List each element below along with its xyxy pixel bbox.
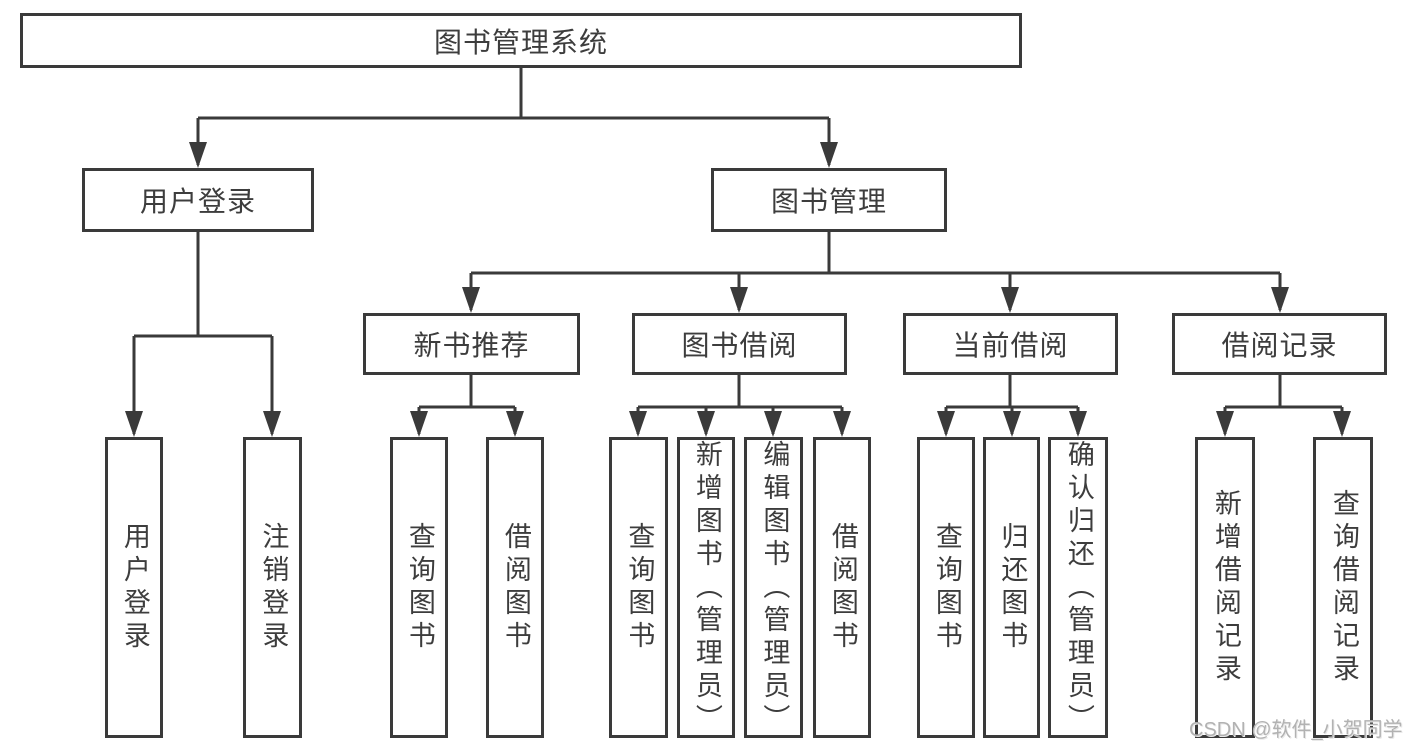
node-book-management-label: 图书管理 — [770, 186, 887, 217]
leaf-confirm-return-admin: 确认归还（管理员） — [1048, 437, 1108, 738]
leaf-query-books-2: 查询图书 — [609, 437, 668, 738]
leaf-edit-books-admin: 编辑图书（管理员） — [744, 437, 803, 738]
leaf-logout: 注销登录 — [243, 437, 302, 738]
leaf-user-login-label: 用户登录 — [119, 521, 150, 654]
node-user-login: 用户登录 — [82, 168, 314, 232]
leaf-add-books-admin-label: 新增图书（管理员） — [691, 440, 722, 737]
node-borrow-records: 借阅记录 — [1172, 313, 1387, 375]
leaf-add-borrow-record-label: 新增借阅记录 — [1210, 488, 1241, 687]
connector-userlogin-to-leaves — [132, 232, 274, 434]
leaf-query-books-2-label: 查询图书 — [624, 521, 655, 654]
node-user-login-label: 用户登录 — [139, 186, 256, 217]
csdn-watermark: CSDN @软件_小贺同学 — [1189, 719, 1403, 741]
leaf-return-books: 归还图书 — [983, 437, 1040, 738]
leaf-user-login: 用户登录 — [105, 437, 163, 738]
node-borrow-records-label: 借阅记录 — [1221, 330, 1338, 361]
node-root-label: 图书管理系统 — [433, 26, 608, 58]
node-new-book-recommend: 新书推荐 — [363, 313, 580, 375]
connector-newbook-to-leaves — [417, 375, 517, 434]
leaf-query-borrow-record: 查询借阅记录 — [1313, 437, 1373, 738]
leaf-query-books-3: 查询图书 — [917, 437, 975, 738]
node-book-borrowing: 图书借阅 — [632, 313, 847, 375]
node-book-borrowing-label: 图书借阅 — [681, 330, 798, 361]
node-new-book-recommend-label: 新书推荐 — [413, 330, 530, 361]
leaf-add-books-admin: 新增图书（管理员） — [677, 437, 735, 738]
connector-bookmgmt-to-level3 — [469, 232, 1282, 310]
node-book-management: 图书管理 — [711, 168, 947, 232]
leaf-confirm-return-admin-label: 确认归还（管理员） — [1063, 440, 1094, 737]
node-current-borrowing-label: 当前借阅 — [952, 330, 1069, 361]
connector-root-to-level2 — [196, 68, 831, 165]
leaf-return-books-label: 归还图书 — [997, 521, 1028, 654]
leaf-borrow-books-1-label: 借阅图书 — [500, 521, 531, 654]
leaf-logout-label: 注销登录 — [258, 521, 289, 654]
leaf-query-borrow-record-label: 查询借阅记录 — [1328, 488, 1359, 687]
leaf-borrow-books-1: 借阅图书 — [486, 437, 544, 738]
arrowheads — [125, 142, 1351, 437]
leaf-borrow-books-2: 借阅图书 — [813, 437, 871, 738]
leaf-query-books-1-label: 查询图书 — [404, 521, 435, 654]
leaf-query-books-1: 查询图书 — [390, 437, 448, 738]
leaf-borrow-books-2-label: 借阅图书 — [827, 521, 858, 654]
leaf-query-books-3-label: 查询图书 — [931, 521, 962, 654]
node-current-borrowing: 当前借阅 — [903, 313, 1118, 375]
connector-record-to-leaves — [1223, 375, 1344, 434]
connector-borrow-to-leaves — [636, 375, 844, 434]
leaf-add-borrow-record: 新增借阅记录 — [1195, 437, 1255, 738]
node-root: 图书管理系统 — [20, 13, 1022, 68]
leaf-edit-books-admin-label: 编辑图书（管理员） — [759, 440, 790, 737]
